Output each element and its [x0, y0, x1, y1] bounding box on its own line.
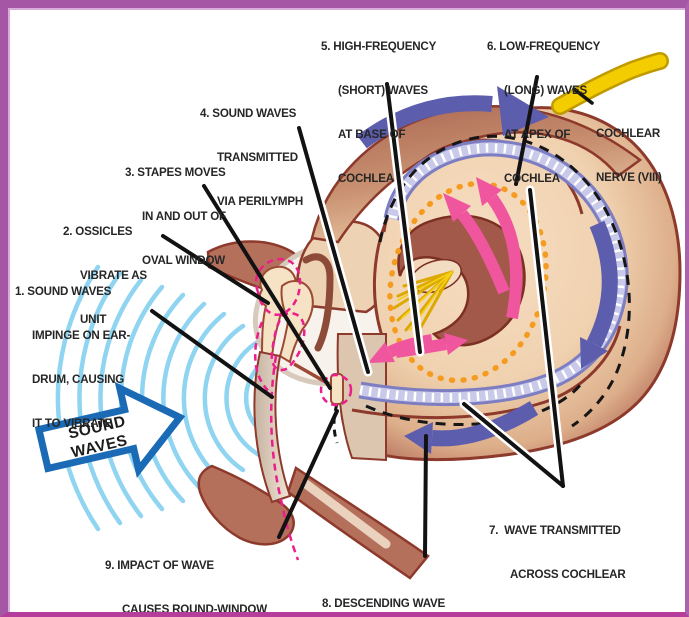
leader-5 — [385, 82, 422, 354]
stapes-footplate — [330, 373, 344, 405]
dashed-wave-lines — [332, 134, 631, 444]
label-8-descending-wave: 8. DESCENDING WAVE — [322, 597, 446, 611]
label-3-stapes: 3. STAPES MOVES IN AND OUT OF OVAL WINDO… — [125, 166, 226, 267]
leader-cochlear-nerve — [572, 87, 594, 105]
leader-8 — [423, 434, 428, 558]
label-6-low-frequency: 6. LOW-FREQUENCY (LONG) WAVES AT APEX OF… — [487, 40, 601, 185]
cochlear-duct-band — [358, 139, 629, 407]
label-5-high-frequency: 5. HIGH-FREQUENCY (SHORT) WAVES AT BASE … — [321, 40, 437, 185]
label-9-round-window: 9. IMPACT OF WAVE CAUSES ROUND-WINDOW ME… — [105, 559, 267, 616]
leader-3 — [202, 184, 332, 390]
label-2-ossicles: 2. OSSICLES VIBRATE AS UNIT — [63, 225, 147, 326]
label-7-cochlear-duct: 7. WAVE TRANSMITTED ACROSS COCHLEAR DUCT… — [489, 524, 626, 617]
sound-waves-arrow: SOUND WAVES — [34, 381, 186, 478]
leader-1 — [150, 309, 274, 399]
leader-7a — [462, 402, 565, 488]
label-1-eardrum: 1. SOUND WAVES IMPINGE ON EAR- DRUM, CAU… — [15, 285, 131, 430]
leader-lines — [150, 75, 594, 558]
leader-7b — [528, 188, 565, 488]
round-window-tube — [286, 466, 430, 580]
label-cochlear-nerve: COCHLEAR NERVE (VIII) — [596, 127, 662, 184]
leader-9 — [277, 409, 339, 539]
leader-2 — [161, 234, 270, 305]
label-4-perilymph: 4. SOUND WAVES TRANSMITTED VIA PERILYMPH — [200, 107, 304, 208]
ossicle-shadow — [302, 253, 334, 352]
vibration-dashes-pink — [254, 257, 353, 561]
leader-4 — [297, 126, 370, 374]
wave-arrows-blue — [357, 86, 618, 454]
leader-6 — [514, 75, 539, 186]
